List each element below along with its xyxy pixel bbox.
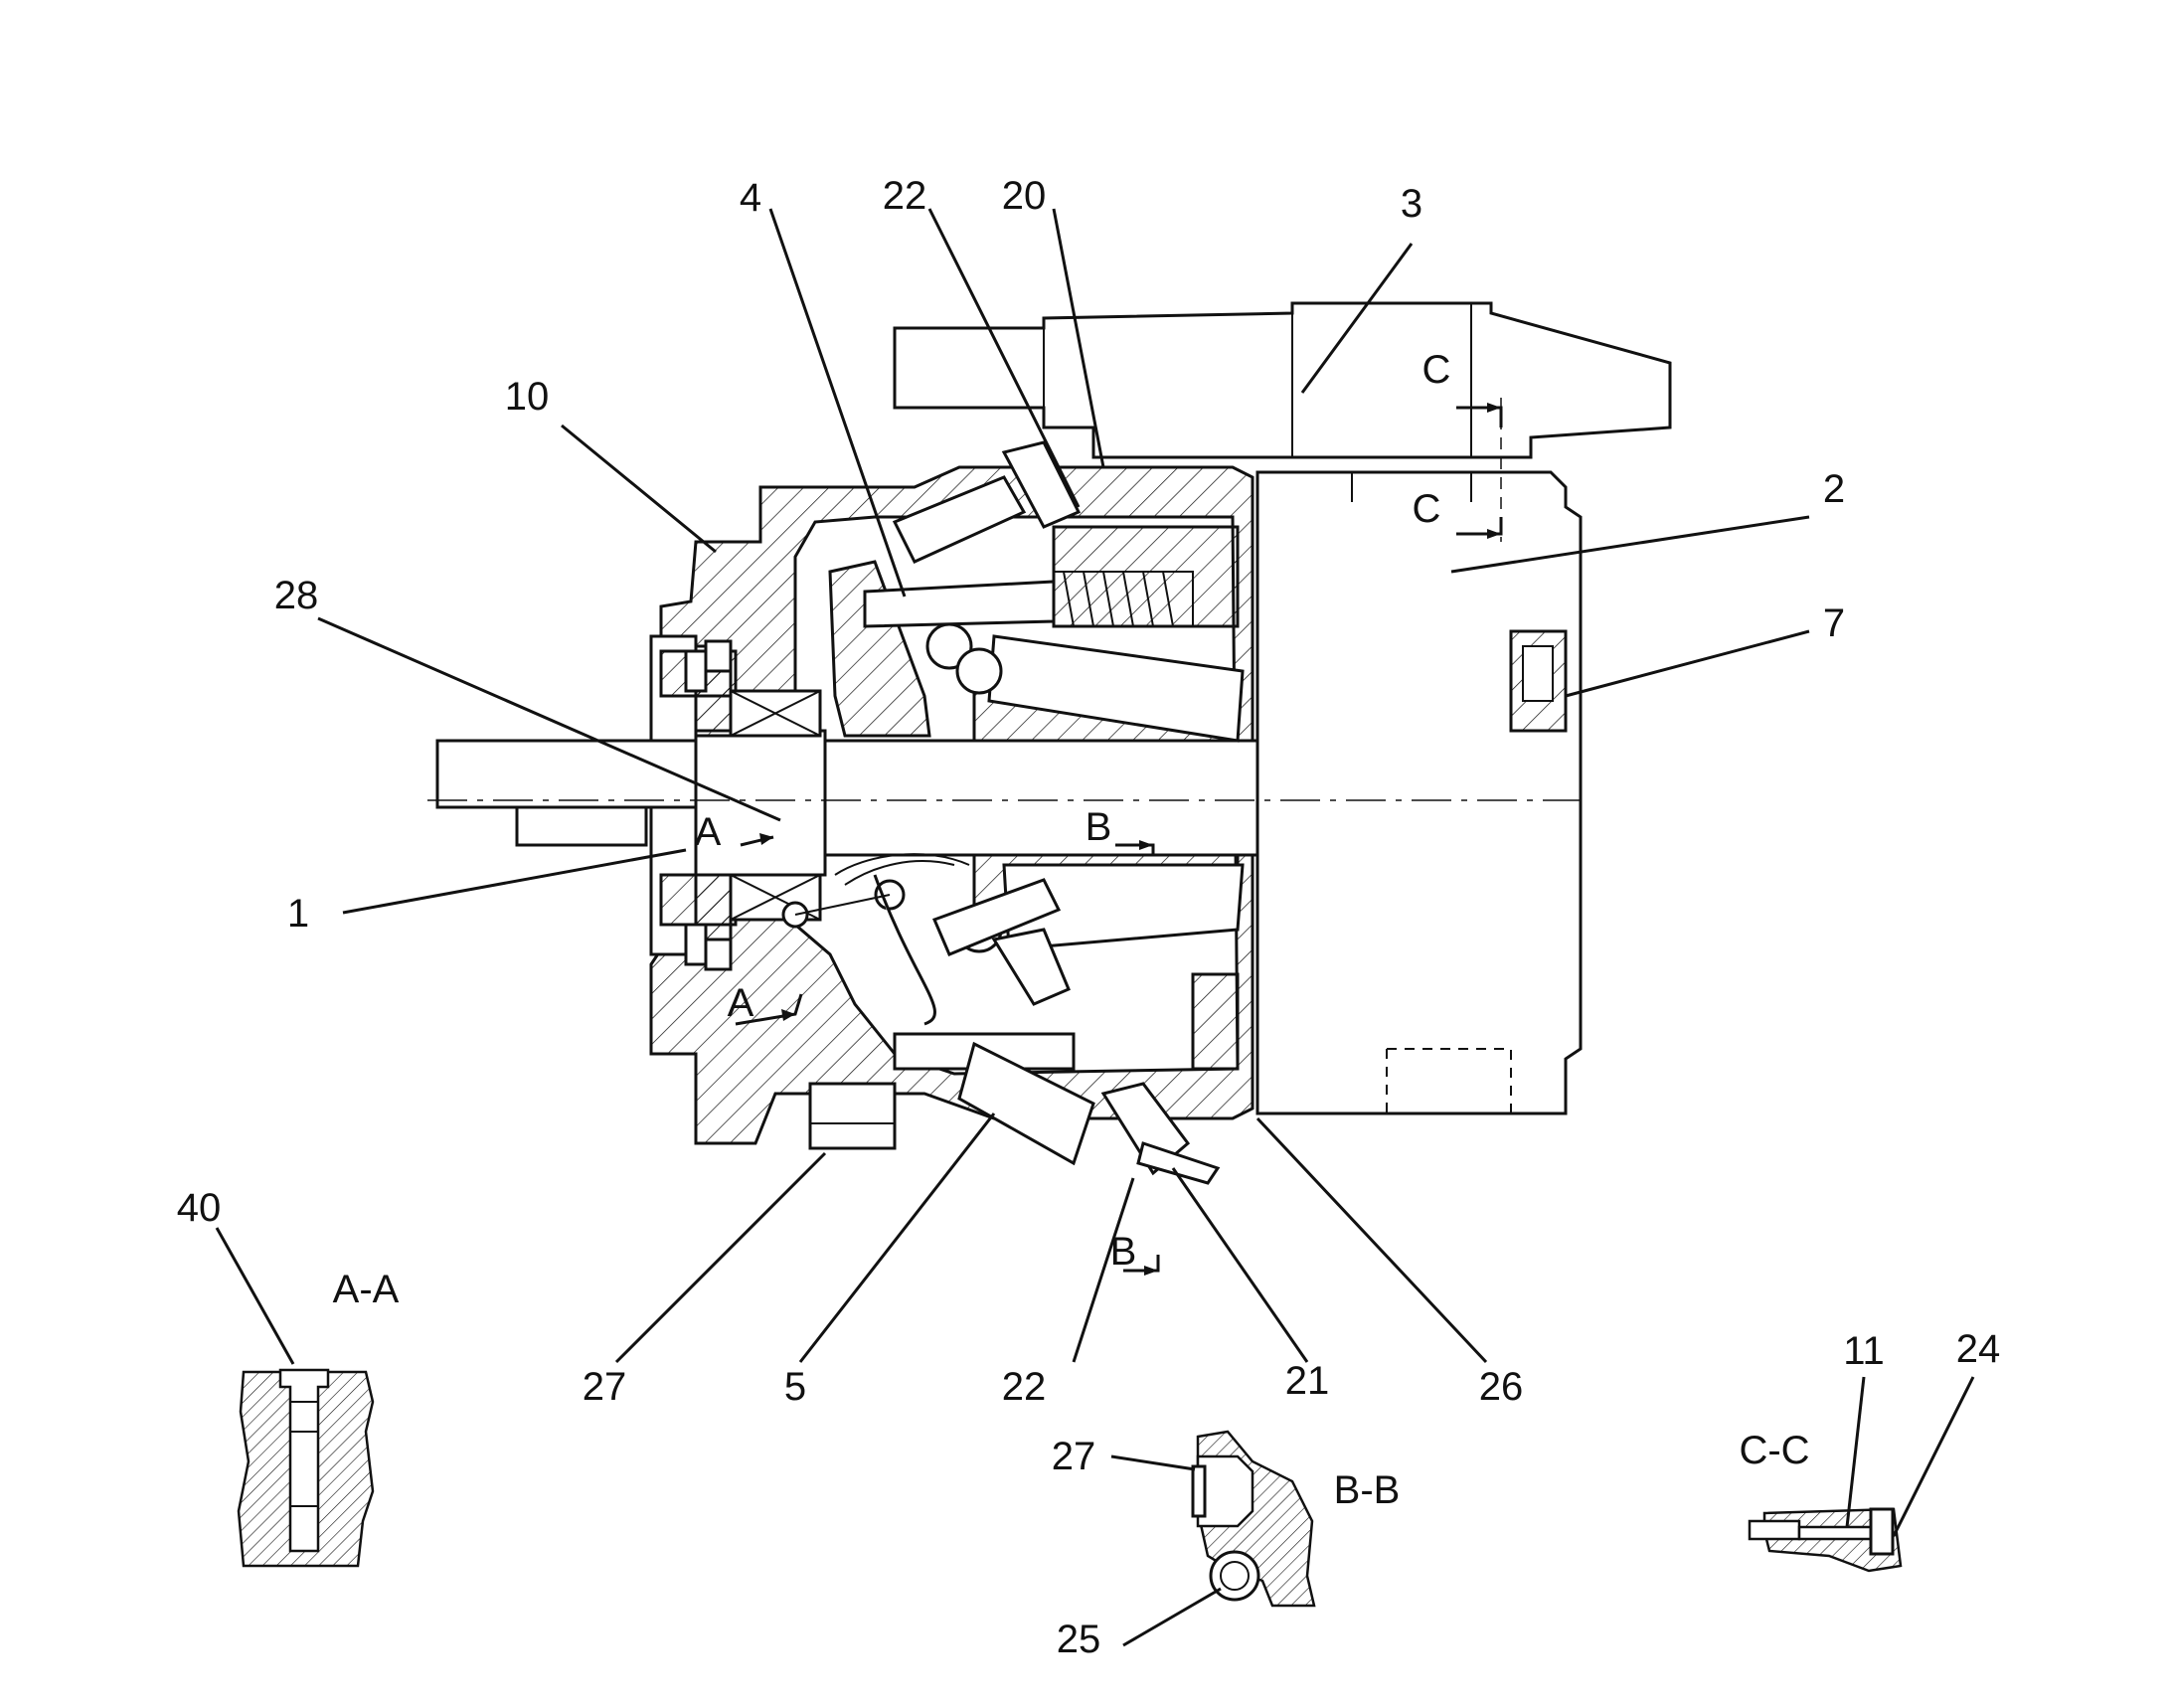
callout-40: 40 [177, 1186, 222, 1230]
callout-26: 26 [1479, 1365, 1524, 1409]
main-assembly [317, 208, 1810, 1364]
section-mark-a-upper: A [695, 810, 722, 854]
port-plate [1255, 470, 1583, 1115]
section-mark-a-lower: A [728, 981, 754, 1025]
section-title-cc: C-C [1739, 1429, 1809, 1472]
callout-labels: 1 2 3 4 5 7 10 11 20 21 22 22 24 25 26 2… [177, 174, 2001, 1661]
section-bb [1110, 1430, 1316, 1647]
section-lines [735, 398, 1503, 1276]
control-valve-block [893, 301, 1672, 459]
front-flange-details [684, 639, 733, 971]
pistons [955, 634, 1245, 953]
callout-24: 24 [1956, 1327, 2001, 1371]
callout-7: 7 [1823, 601, 1845, 645]
section-cc [1748, 1376, 1975, 1573]
callout-20: 20 [1002, 174, 1047, 218]
callout-2: 2 [1823, 467, 1845, 511]
callout-22-upper: 22 [883, 174, 927, 218]
section-aa [215, 1227, 375, 1568]
callout-25: 25 [1057, 1618, 1101, 1661]
linkage [781, 853, 970, 1026]
callout-27-bb: 27 [1052, 1435, 1096, 1478]
section-mark-b-lower: B [1110, 1230, 1137, 1274]
callout-21: 21 [1285, 1359, 1330, 1403]
callout-10: 10 [505, 375, 550, 419]
leader-lines [317, 208, 1810, 1364]
section-mark-c-lower: C [1413, 487, 1441, 531]
stroking-piston-upper [863, 440, 1194, 628]
callout-4: 4 [740, 176, 761, 220]
callout-28: 28 [274, 574, 319, 617]
callout-11: 11 [1843, 1329, 1885, 1373]
section-mark-b-upper: B [1086, 805, 1112, 849]
callout-3: 3 [1401, 182, 1422, 226]
callout-22-lower: 22 [1002, 1365, 1047, 1409]
stroking-piston-lower [893, 878, 1221, 1185]
callout-27-lower: 27 [583, 1365, 627, 1409]
section-title-aa: A-A [333, 1268, 400, 1311]
callout-5: 5 [784, 1365, 806, 1409]
swash-plate [828, 560, 973, 738]
section-mark-c-upper: C [1422, 348, 1451, 392]
section-title-bb: B-B [1334, 1468, 1401, 1512]
callout-1: 1 [287, 892, 309, 936]
plug-bottom [808, 1082, 897, 1150]
